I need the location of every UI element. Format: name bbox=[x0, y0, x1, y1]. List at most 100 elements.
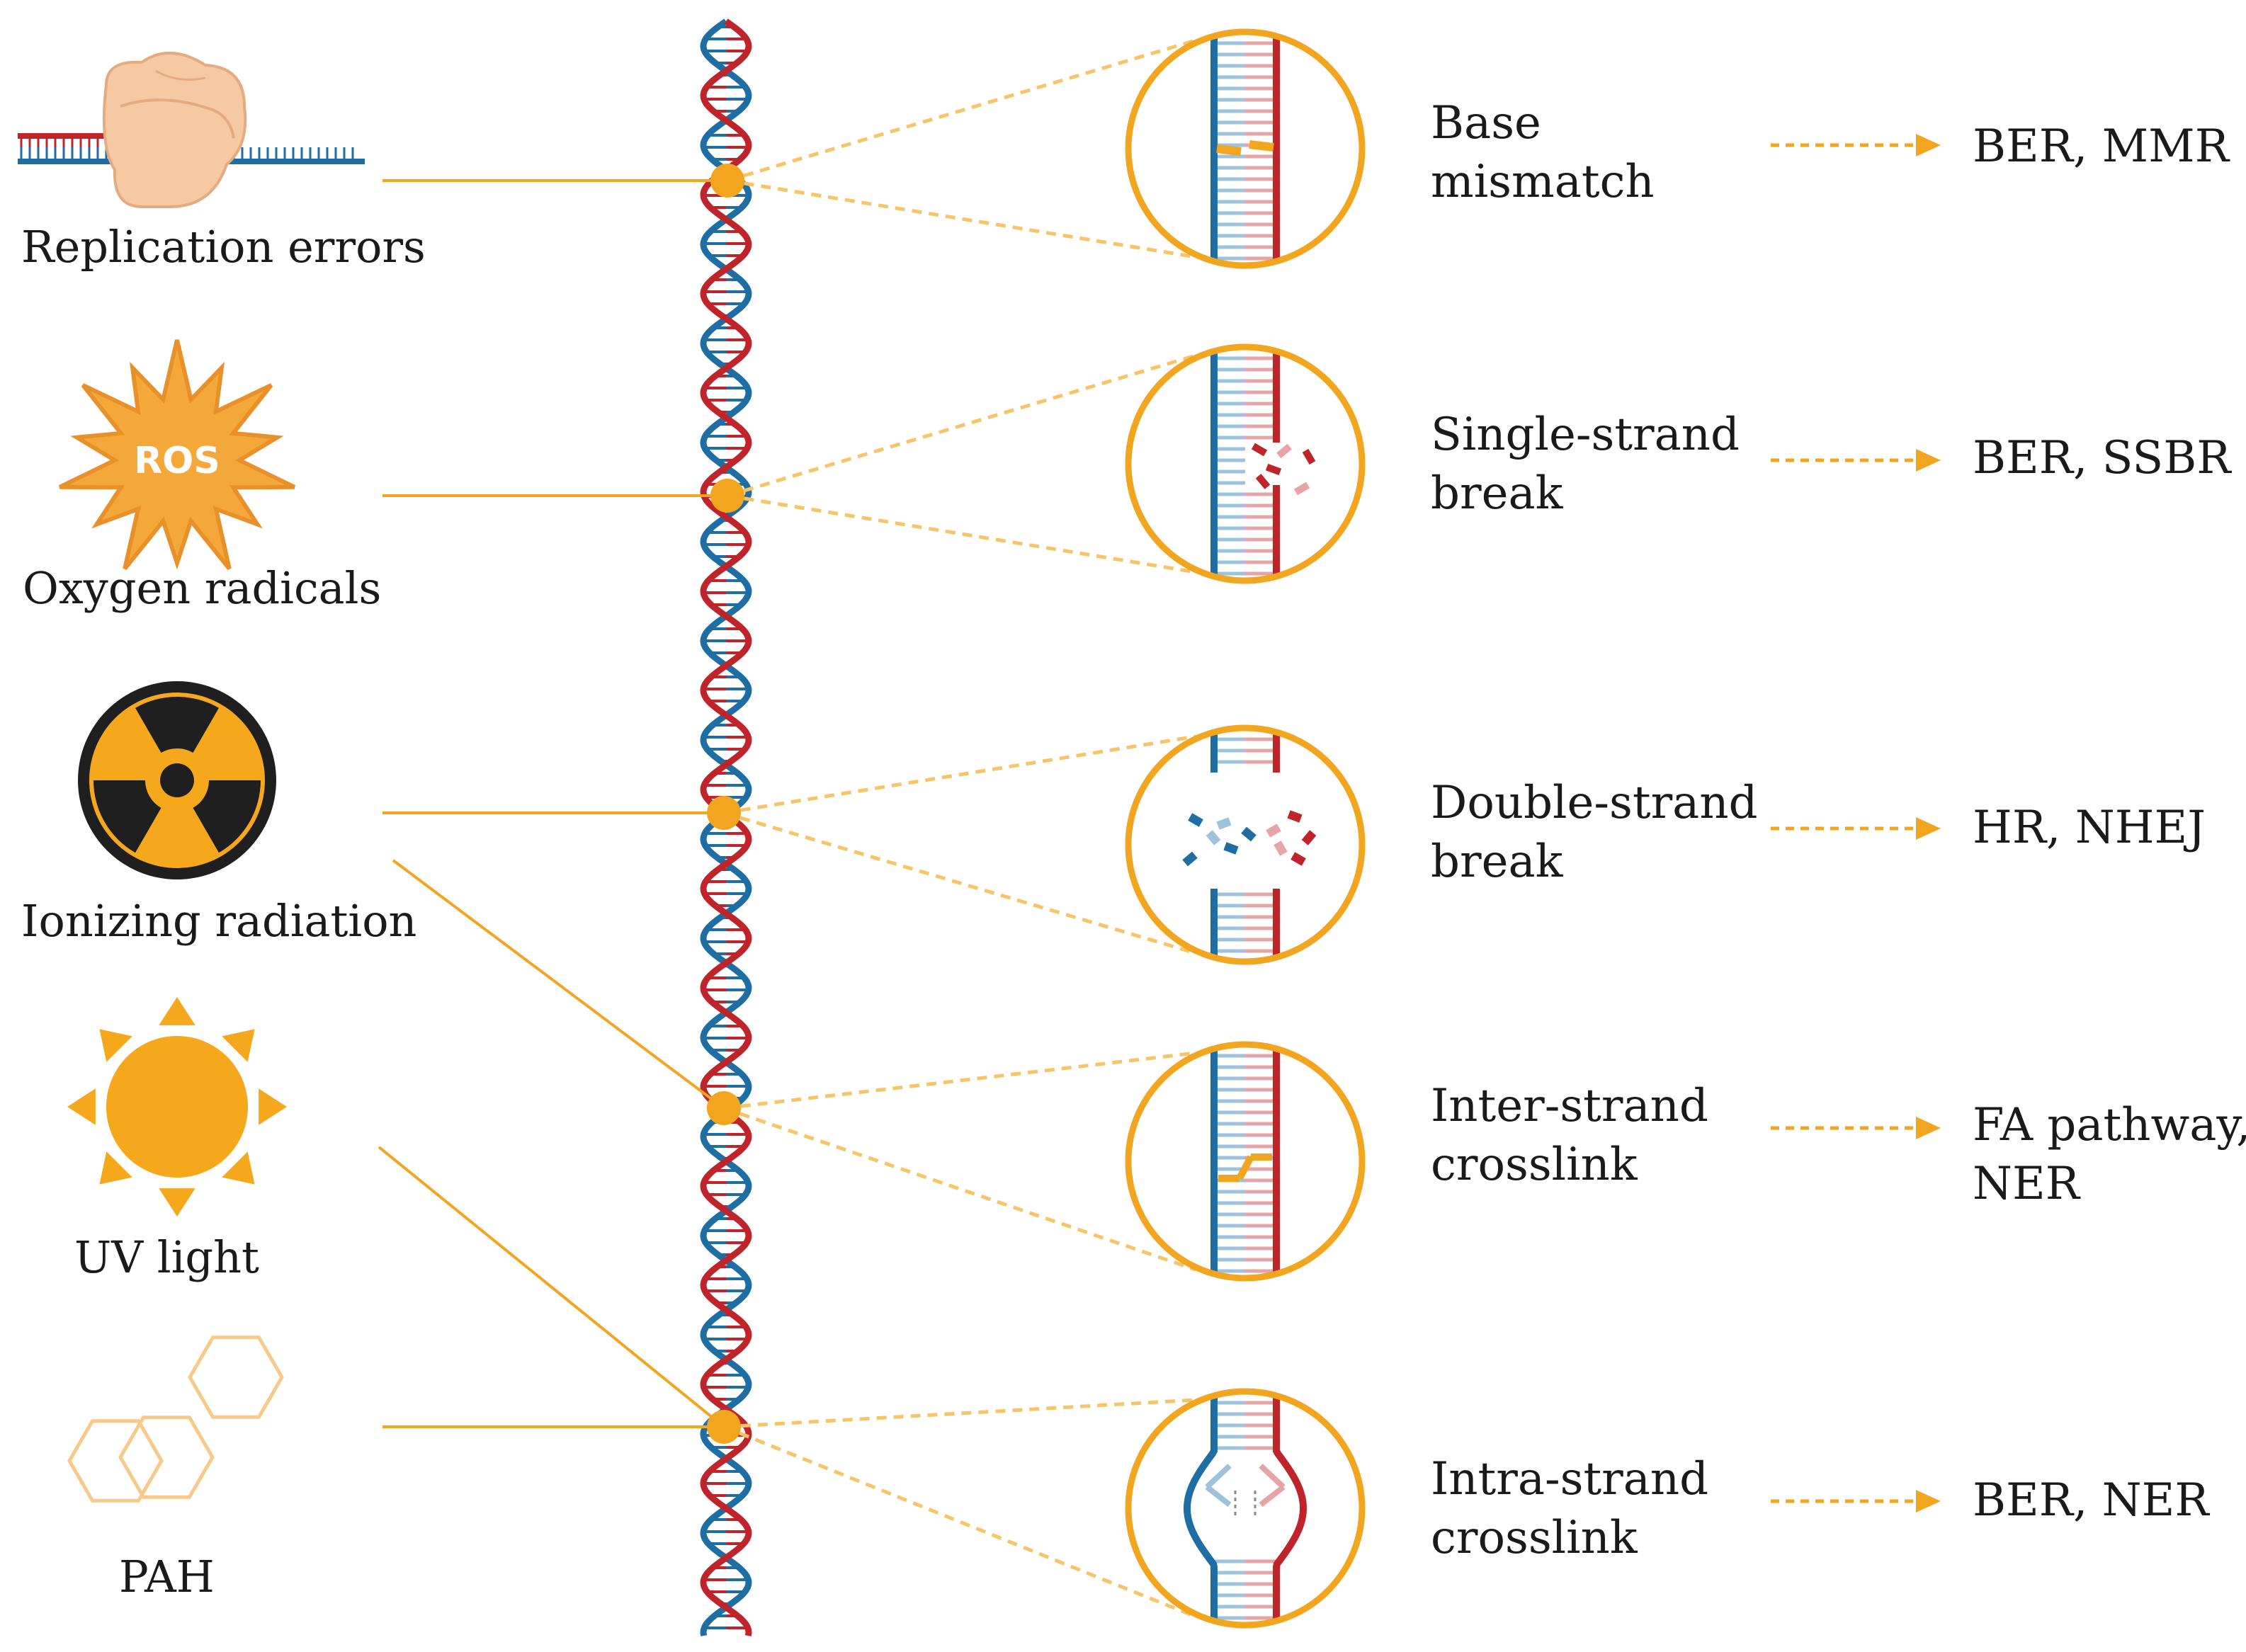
zoom-circle-bg bbox=[1128, 347, 1362, 581]
repair-label: FA pathway, bbox=[1973, 1099, 2246, 1151]
repair-label-line2: NER bbox=[1973, 1158, 2081, 1210]
damage-label-line1: Double-strand bbox=[1431, 777, 1758, 829]
zoom-dash-line bbox=[723, 734, 1196, 815]
damage-label-line2: break bbox=[1431, 836, 1564, 888]
zoom-circle-border bbox=[1125, 1388, 1366, 1629]
source-connector-line bbox=[378, 1146, 725, 1428]
crosslinked-bases bbox=[1205, 1464, 1232, 1508]
damage-row-0: Base mismatch BER, MMR bbox=[1431, 97, 2230, 208]
repair-arrows bbox=[1771, 134, 1941, 1513]
repair-arrow-head bbox=[1916, 134, 1941, 156]
broken-fragment bbox=[1251, 443, 1268, 457]
broken-fragment bbox=[1182, 851, 1198, 867]
zoom-circle-bg bbox=[1128, 728, 1362, 962]
zoom-circle-border bbox=[1125, 724, 1366, 965]
broken-fragment bbox=[1287, 810, 1303, 823]
damage-site-dot bbox=[710, 164, 744, 198]
radiation-blade bbox=[193, 780, 261, 853]
broken-fragment bbox=[1293, 482, 1310, 496]
broken-fragment bbox=[1266, 824, 1281, 838]
crosslink bbox=[1236, 1155, 1254, 1180]
broken-fragment bbox=[1274, 841, 1288, 856]
damage-row-1: Single-strand break BER, SSBR bbox=[1431, 409, 2232, 520]
sun-ray bbox=[259, 1088, 287, 1125]
repair-arrow-head bbox=[1916, 449, 1941, 472]
zoom-circle-bg bbox=[1128, 1391, 1362, 1625]
ribosome-icon bbox=[18, 51, 365, 208]
zoom-circle-border bbox=[1125, 1041, 1366, 1282]
broken-fragment bbox=[1223, 842, 1239, 855]
broken-fragment bbox=[1255, 474, 1271, 489]
sun-ray bbox=[99, 1029, 132, 1062]
damage-label-line2: break bbox=[1431, 467, 1564, 520]
broken-fragment bbox=[1241, 826, 1257, 842]
damage-site-dot bbox=[707, 1091, 741, 1125]
zoom-content bbox=[1210, 350, 1316, 578]
sun-ray bbox=[222, 1151, 255, 1185]
repair-arrow-head bbox=[1916, 817, 1941, 840]
sun-ray bbox=[159, 1188, 195, 1217]
sun-ray bbox=[99, 1151, 132, 1185]
damage-label-line1: Base bbox=[1431, 97, 1541, 149]
sun-ray bbox=[159, 997, 195, 1025]
zoom-circle-border bbox=[1125, 343, 1366, 584]
damage-row-4: Intra-strand crosslink BER, NER bbox=[1431, 1453, 2210, 1564]
sun-icon bbox=[67, 997, 287, 1217]
broken-fragment bbox=[1301, 830, 1317, 845]
damage-sites bbox=[707, 164, 744, 1444]
pah-label: PAH bbox=[119, 1551, 215, 1602]
backbone-red bbox=[1273, 1394, 1307, 1622]
ros-burst-icon: ROS bbox=[58, 339, 296, 571]
zoom-dash-line bbox=[727, 38, 1196, 183]
ros-label: ROS bbox=[134, 440, 220, 482]
damage-label-line1: Intra-strand bbox=[1431, 1453, 1708, 1505]
zoom-dash-line bbox=[723, 1398, 1196, 1429]
sun-ray bbox=[222, 1029, 255, 1062]
zoom-dash-line bbox=[727, 178, 1196, 259]
zoom-content bbox=[1210, 1047, 1280, 1275]
backbone-blue bbox=[1184, 1394, 1218, 1622]
helix-strand-blue bbox=[700, 18, 752, 1636]
damage-label-line1: Inter-strand bbox=[1431, 1080, 1708, 1132]
repair-arrow-head bbox=[1916, 1490, 1941, 1513]
broken-fragment bbox=[1206, 830, 1221, 845]
damage-site-dot bbox=[707, 1410, 741, 1444]
broken-fragment bbox=[1291, 852, 1306, 866]
zoom-content bbox=[1184, 1394, 1307, 1622]
repair-arrow-head bbox=[1916, 1117, 1941, 1139]
repair-label: HR, NHEJ bbox=[1973, 802, 2206, 854]
zoom-dash-line bbox=[723, 1425, 1196, 1619]
damage-label-line2: crosslink bbox=[1431, 1139, 1638, 1191]
zoom-dash-line bbox=[723, 811, 1196, 955]
damage-site-dot bbox=[710, 479, 744, 513]
zoom-content bbox=[1210, 35, 1280, 263]
radiation-blade bbox=[135, 697, 219, 753]
zoom-circle-border bbox=[1125, 28, 1366, 269]
broken-fragment bbox=[1265, 463, 1282, 476]
replication-errors-label: Replication errors bbox=[21, 221, 426, 273]
base-mismatch-icon bbox=[1125, 28, 1366, 269]
intrastrand-crosslink-icon bbox=[1125, 1388, 1366, 1629]
source-connectors bbox=[378, 179, 725, 1428]
uv-light-label: UV light bbox=[74, 1231, 259, 1283]
damage-row-3: Inter-strand crosslink FA pathway, NER bbox=[1431, 1080, 2246, 1210]
damage-label-line2: crosslink bbox=[1431, 1512, 1638, 1564]
sun-ray bbox=[67, 1088, 96, 1125]
zoom-dash-line bbox=[723, 1106, 1196, 1272]
repair-label: BER, NER bbox=[1973, 1474, 2210, 1527]
repair-label: BER, SSBR bbox=[1973, 432, 2232, 484]
radiation-icon bbox=[78, 681, 276, 879]
mismatch-base bbox=[1249, 140, 1274, 152]
single-strand-break-icon bbox=[1125, 343, 1366, 584]
ionizing-radiation-label: Ionizing radiation bbox=[21, 895, 416, 947]
zoom-connectors bbox=[723, 38, 1196, 1619]
mismatch-base bbox=[1216, 144, 1242, 156]
broken-fragment bbox=[1188, 813, 1203, 827]
damage-label-line1: Single-strand bbox=[1431, 409, 1740, 461]
zoom-content bbox=[1182, 731, 1317, 959]
radiation-blade bbox=[93, 780, 161, 853]
crosslinked-bases bbox=[1259, 1464, 1286, 1508]
zoom-circle-bg bbox=[1128, 32, 1362, 266]
